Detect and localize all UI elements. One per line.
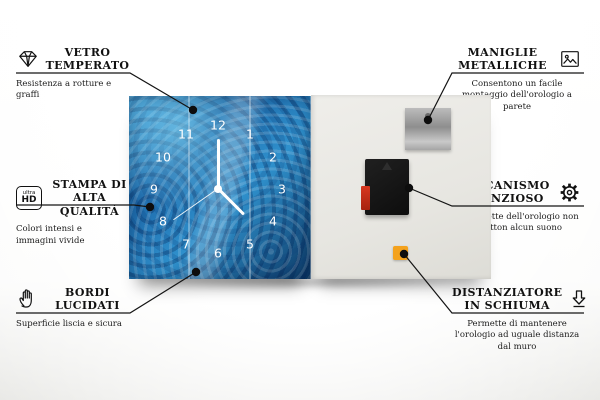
clock-number: 2 xyxy=(269,149,277,165)
callout-description: Superficie liscia e sicura xyxy=(16,318,122,329)
callout-description: Le lancette dell'orologio non emetton al… xyxy=(455,211,579,234)
callout-title: DISTANZIATORE IN SCHIUMA xyxy=(452,286,563,313)
clock-number: 7 xyxy=(182,236,190,252)
gear-icon xyxy=(557,180,582,205)
clock-number: 9 xyxy=(150,181,158,197)
callout-title: BORDI LUCIDATI xyxy=(55,286,120,313)
minute-hand xyxy=(216,139,220,189)
callout-head: VETRO TEMPERATO xyxy=(16,46,130,73)
callout-head: DISTANZIATORE IN SCHIUMA xyxy=(452,286,586,313)
clock-number: 8 xyxy=(159,213,167,229)
callout-description: Permette di mantenere l'orologio ad ugua… xyxy=(454,318,580,352)
callout-title: STAMPA DI ALTA QUALITÀ xyxy=(52,178,127,218)
callout-head: ultra HD STAMPA DI ALTA QUALITÀ xyxy=(16,178,132,218)
callout-title: MANIGLIE METALLICHE xyxy=(458,46,547,73)
clock-center-cap xyxy=(214,185,222,193)
battery xyxy=(361,186,370,210)
clock-back-view xyxy=(311,95,491,279)
hand-icon xyxy=(16,287,40,311)
foam-spacer xyxy=(393,246,408,260)
clock-number: 1 xyxy=(246,126,254,142)
second-hand xyxy=(173,188,219,221)
callout-distanziatore-schiuma: DISTANZIATORE IN SCHIUMA Permette di man… xyxy=(452,286,586,353)
clock-number: 11 xyxy=(178,126,194,142)
clock-number: 10 xyxy=(155,149,171,165)
picture-frame-icon xyxy=(558,48,582,70)
clock-number: 12 xyxy=(210,117,226,133)
clock-front-view: 12 1 2 3 4 5 6 7 8 9 10 11 xyxy=(129,96,311,279)
clock-mechanism xyxy=(361,159,409,215)
down-arrow-spacer-icon xyxy=(567,287,591,311)
callout-head: BORDI LUCIDATI xyxy=(16,286,130,313)
callout-stampa-alta-qualita: ultra HD STAMPA DI ALTA QUALITÀ Colori i… xyxy=(16,178,132,247)
clock-number: 6 xyxy=(214,245,222,261)
callout-vetro-temperato: VETRO TEMPERATO Resistenza a rotture e g… xyxy=(16,46,130,102)
callout-description: Resistenza a rotture e graffi xyxy=(16,78,112,101)
mechanism-hanger-hole xyxy=(382,162,392,170)
metal-mounting-plate xyxy=(405,108,451,150)
clock-number: 4 xyxy=(269,213,277,229)
callout-bordi-lucidati: BORDI LUCIDATI Superficie liscia e sicur… xyxy=(16,286,130,330)
plate-hole xyxy=(425,113,431,119)
diamond-icon xyxy=(16,48,40,70)
hour-hand xyxy=(216,187,245,216)
clock-number: 3 xyxy=(278,181,286,197)
callout-title: VETRO TEMPERATO xyxy=(45,46,130,73)
ultra-hd-icon: ultra HD xyxy=(16,186,42,211)
clock-number: 5 xyxy=(246,236,254,252)
callout-description: Colori intensi e immagini vivide xyxy=(16,224,85,246)
callout-head: MANIGLIE METALLICHE xyxy=(452,46,582,73)
